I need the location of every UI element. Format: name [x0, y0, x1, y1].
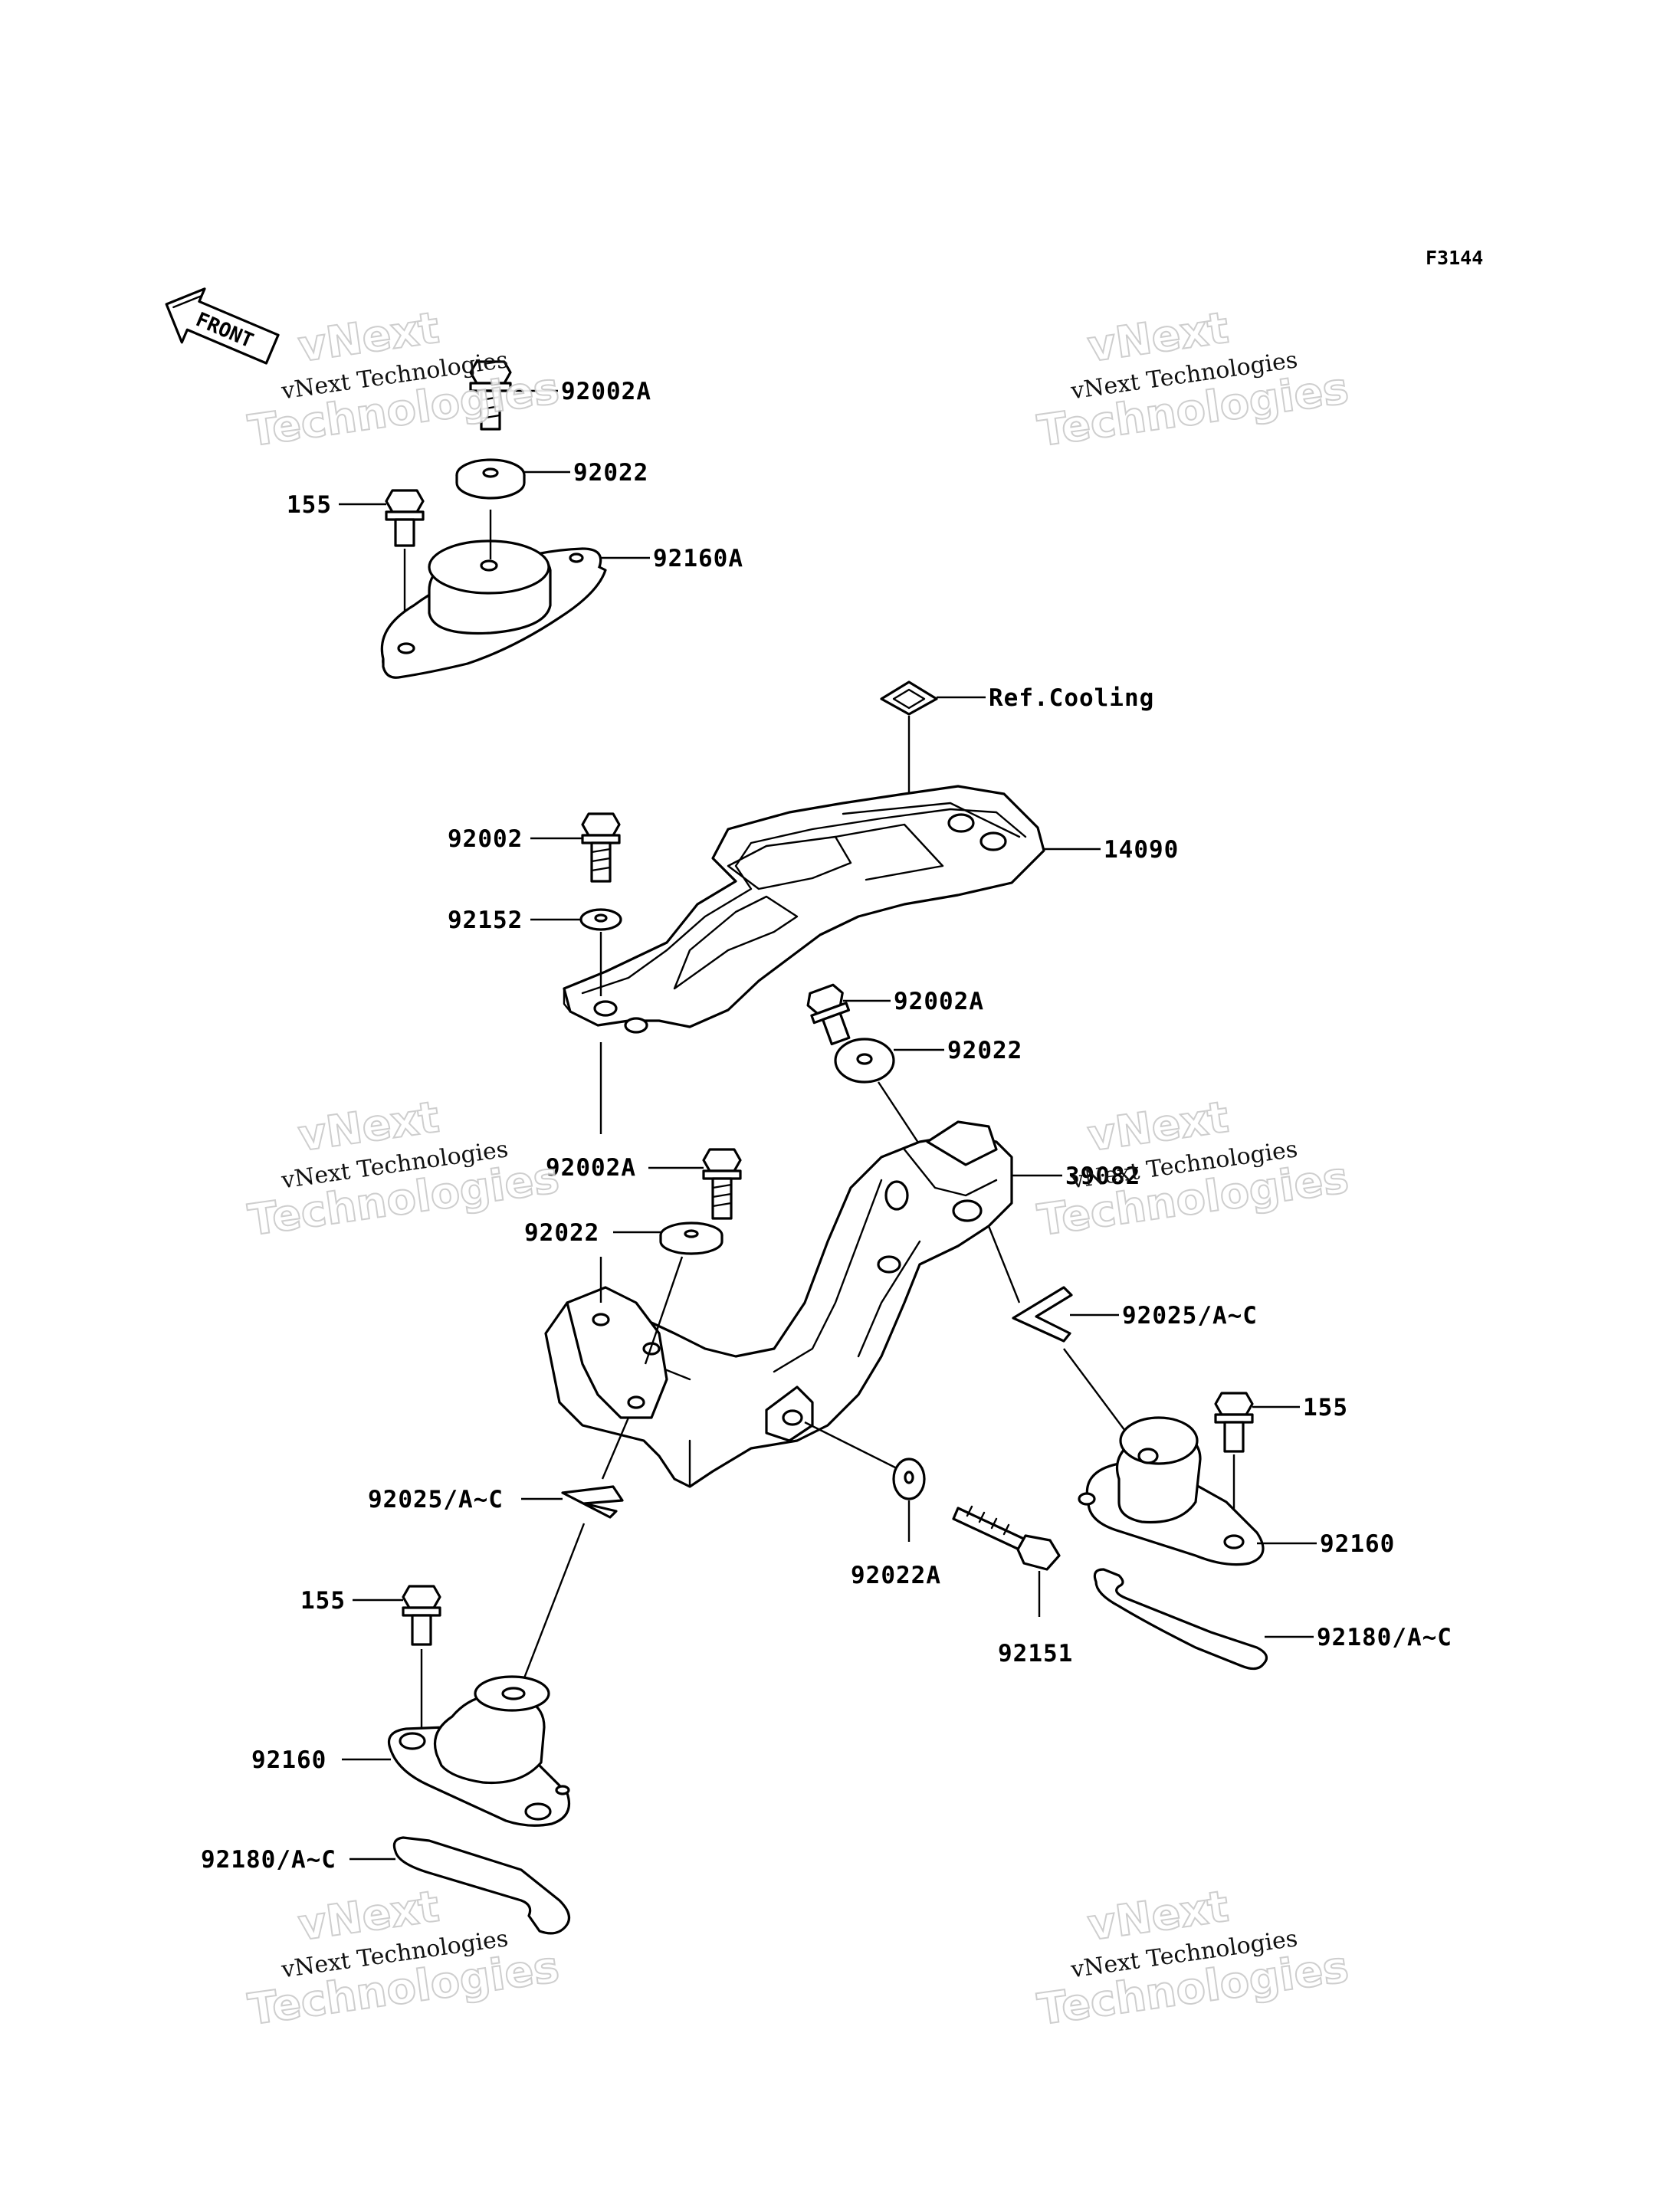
label-92022-mid-right[interactable]: 92022: [947, 1037, 1022, 1064]
watermark-6: vNext Technologies vNext Technologies: [1034, 1881, 1352, 2036]
watermark-2: vNext Technologies vNext Technologies: [1034, 303, 1352, 457]
watermark-4: vNext Technologies vNext Technologies: [1034, 1092, 1352, 1247]
label-92180-right[interactable]: 92180/A~C: [1317, 1624, 1452, 1651]
bracket-14090: [563, 785, 1045, 1034]
bracket-39082: [544, 1120, 1013, 1488]
washer-92022-top: [455, 458, 526, 500]
label-92022A[interactable]: 92022A: [851, 1562, 941, 1589]
ref-cooling-clip: [880, 680, 938, 716]
bolt-155-right: [1214, 1392, 1254, 1453]
bolt-92002A-top: [469, 360, 512, 431]
label-ref-cooling[interactable]: Ref.Cooling: [989, 684, 1154, 712]
label-92160A[interactable]: 92160A: [653, 545, 743, 572]
bolt-155-top: [385, 489, 425, 547]
figure-code: F3144: [1426, 247, 1483, 269]
mount-92160A: [380, 539, 607, 679]
bolt-92151: [952, 1505, 1061, 1571]
label-155-top[interactable]: 155: [287, 491, 332, 519]
label-92002A-mid-right[interactable]: 92002A: [894, 988, 984, 1015]
label-92151[interactable]: 92151: [998, 1640, 1073, 1667]
label-39082[interactable]: 39082: [1065, 1162, 1140, 1190]
watermark-3: vNext Technologies vNext Technologies: [244, 1092, 563, 1247]
label-92152[interactable]: 92152: [448, 907, 523, 934]
label-92002A-mid-left-below[interactable]: 92002A: [546, 1154, 636, 1182]
washer-92022-mid-left: [659, 1221, 724, 1255]
label-92002[interactable]: 92002: [448, 825, 523, 853]
label-92160-left[interactable]: 92160: [251, 1746, 326, 1774]
gasket-92180-right: [1093, 1568, 1268, 1671]
label-92022-mid-left[interactable]: 92022: [524, 1219, 599, 1247]
label-92180-left[interactable]: 92180/A~C: [201, 1846, 336, 1874]
label-155-right[interactable]: 155: [1303, 1394, 1348, 1421]
label-155-left[interactable]: 155: [300, 1587, 346, 1615]
washer-92152: [579, 908, 622, 931]
front-arrow-icon: FRONT: [165, 287, 280, 365]
label-92022-top[interactable]: 92022: [573, 459, 648, 487]
label-92160-right[interactable]: 92160: [1320, 1530, 1395, 1558]
clip-92025-right: [1012, 1286, 1073, 1343]
gasket-92180-left: [392, 1836, 571, 1935]
washer-92022A: [892, 1458, 926, 1500]
label-92002A-top[interactable]: 92002A: [561, 378, 651, 405]
mount-92160-left: [387, 1675, 571, 1827]
clip-92025-left: [561, 1485, 624, 1519]
watermark-1: vNext Technologies vNext Technologies: [244, 303, 563, 457]
label-92025-left[interactable]: 92025/A~C: [368, 1486, 504, 1513]
bolt-155-left: [402, 1585, 441, 1646]
bolt-92002A-mid-left: [702, 1148, 742, 1220]
bolt-92002A-mid-right: [806, 983, 851, 1046]
washer-92022-mid-right: [834, 1038, 895, 1084]
label-14090[interactable]: 14090: [1104, 836, 1179, 864]
mount-92160-right: [1078, 1416, 1265, 1566]
label-92025-right[interactable]: 92025/A~C: [1122, 1302, 1258, 1330]
bolt-92002: [581, 812, 621, 883]
